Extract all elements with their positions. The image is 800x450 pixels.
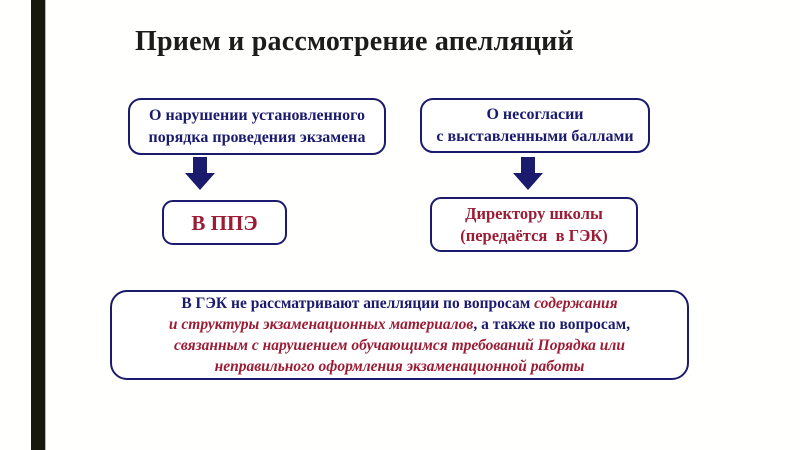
down-arrow-icon xyxy=(185,157,215,190)
gek-note-segment: В ГЭК не рассматривают апелляции по вопр… xyxy=(181,295,535,312)
disagreement-appeal-line1: О несогласии xyxy=(486,105,584,123)
gek-note-segment: связанным с нарушением обучающимся требо… xyxy=(174,337,625,354)
violation-appeal-line1: О нарушении установленного xyxy=(149,106,365,124)
gek-note-segment: и структуры экзаменационных материалов xyxy=(168,316,474,333)
left-accent-bar xyxy=(31,0,46,450)
gek-note-line: связанным с нарушением обучающимся требо… xyxy=(174,335,625,356)
gek-note-box: В ГЭК не рассматривают апелляции по вопр… xyxy=(110,290,689,380)
director-result-line1: Директору школы xyxy=(465,203,603,223)
gek-note-segment: неправильного оформления экзаменационной… xyxy=(214,358,585,375)
disagreement-appeal-line2: с выставленными баллами xyxy=(436,127,634,145)
gek-note-line: неправильного оформления экзаменационной… xyxy=(215,356,585,377)
director-result-line2: (передаётся в ГЭК) xyxy=(460,225,608,245)
down-arrow-icon xyxy=(513,157,543,190)
ppe-result-box: В ППЭ xyxy=(162,200,287,245)
slide-title: Прием и рассмотрение апелляций xyxy=(135,26,574,57)
gek-note-segment: , а также по вопросам, xyxy=(473,316,631,333)
violation-appeal-box: О нарушении установленного порядка прове… xyxy=(128,98,386,155)
director-result-box: Директору школы (передаётся в ГЭК) xyxy=(430,197,638,252)
gek-note-line: В ГЭК не рассматривают апелляции по вопр… xyxy=(181,293,617,314)
gek-note-segment: содержания xyxy=(534,295,618,312)
gek-note-line: и структуры экзаменационных материалов, … xyxy=(169,314,630,335)
ppe-result-label: В ППЭ xyxy=(191,210,258,235)
disagreement-appeal-box: О несогласии с выставленными баллами xyxy=(420,98,650,153)
violation-appeal-line2: порядка проведения экзамена xyxy=(148,128,366,146)
